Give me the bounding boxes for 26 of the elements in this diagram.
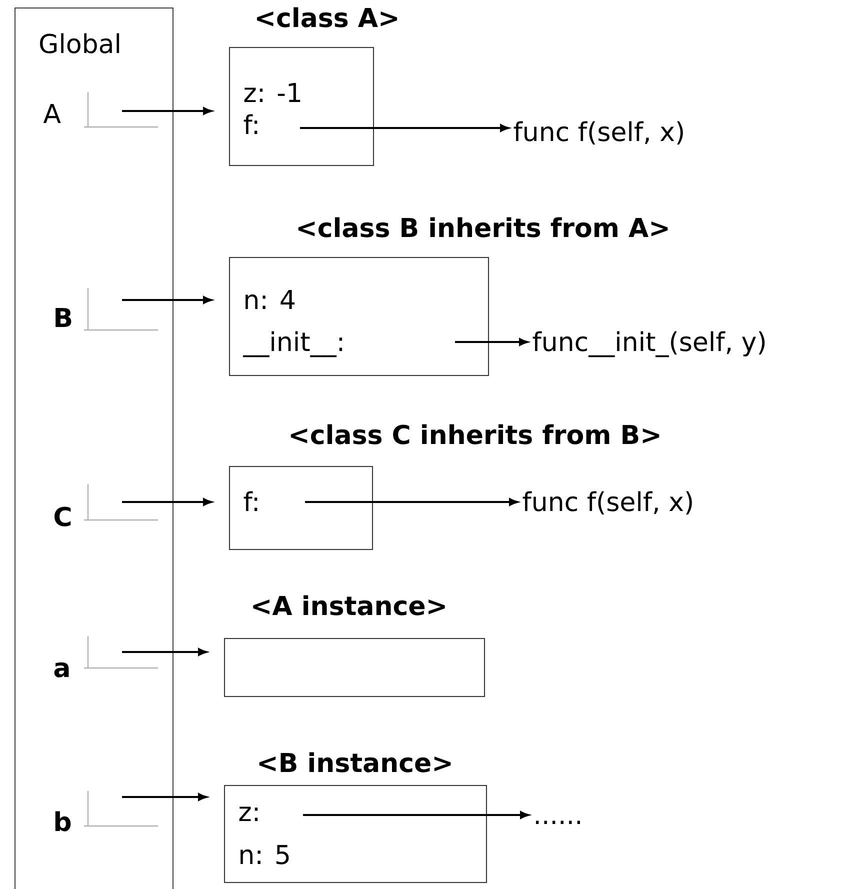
node-label: <class B inherits from A> — [298, 217, 668, 238]
arrow — [122, 296, 212, 304]
arrow — [122, 107, 212, 115]
arrow — [122, 648, 207, 656]
function-label: func f(self, x) — [522, 491, 692, 514]
object-box: <class A> z: -1 f: — [229, 7, 398, 166]
arrow — [305, 498, 518, 506]
function-label: ...... — [536, 820, 580, 824]
node-label: <class A> — [256, 7, 398, 28]
object-box: <B instance> z: n: 5 — [224, 752, 487, 883]
variable-name: B — [56, 308, 72, 327]
arrow — [303, 811, 529, 819]
arrow — [455, 338, 528, 346]
arrow — [300, 124, 509, 132]
function-label: func f(self, x) — [514, 121, 683, 144]
variable-name: b — [55, 811, 71, 832]
function-label: func__init_(self, y) — [532, 331, 765, 358]
node-label: <A instance> — [253, 595, 445, 616]
variable-name: C — [54, 506, 71, 526]
object-box: <A instance> — [224, 595, 485, 697]
node-label: <class C inherits from B> — [290, 424, 660, 444]
arrow — [122, 498, 212, 506]
variable-name: A — [43, 104, 61, 123]
arrow — [122, 793, 207, 801]
node-label: <B instance> — [259, 752, 451, 772]
variable-name: a — [54, 662, 69, 678]
